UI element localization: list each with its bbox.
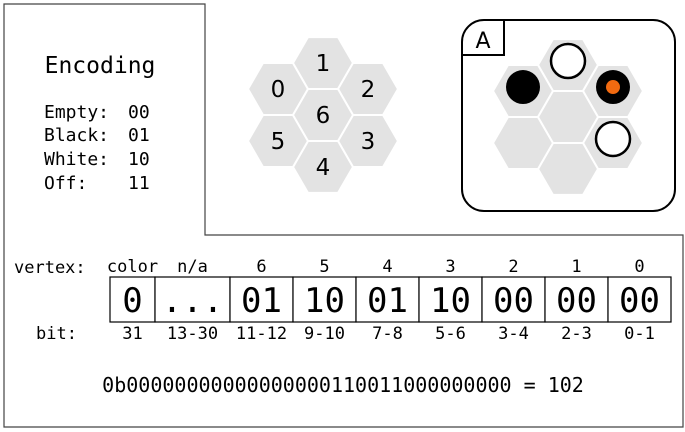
- bit-range-1: 13-30: [167, 324, 218, 344]
- bit-range-0: 31: [122, 324, 142, 344]
- vertex-label-5: 3: [445, 257, 455, 277]
- bit-range-7: 2-3: [561, 324, 592, 344]
- bit-value-0: 0: [122, 281, 142, 321]
- vertex-label-0: color: [107, 257, 158, 277]
- hex-number-6: 6: [316, 103, 331, 129]
- vertex-label-2: 6: [256, 257, 266, 277]
- bit-value-7: 00: [556, 281, 597, 321]
- bit-value-1: ...: [162, 281, 223, 321]
- binary-value: 0b00000000000000000110011000000000 = 102: [102, 373, 584, 397]
- hex-number-0: 0: [271, 77, 286, 103]
- encoding-legend: Empty: 00 Black: 01 White: 10 Off: 11: [44, 102, 150, 194]
- vertex-label-6: 2: [508, 257, 518, 277]
- stone-black-upper-left: [506, 70, 540, 105]
- bit-cell-2: [229, 276, 294, 323]
- hex-number-2: 2: [361, 77, 376, 103]
- bit-value-3: 10: [304, 281, 345, 321]
- bit-range-4: 7-8: [372, 324, 403, 344]
- hex-number-1: 1: [316, 51, 331, 77]
- hex-cell-6: [291, 88, 355, 142]
- bit-value-6: 00: [493, 281, 534, 321]
- bit-range-2: 11-12: [236, 324, 287, 344]
- bit-value-4: 01: [367, 281, 408, 321]
- vertex-label-7: 1: [571, 257, 581, 277]
- bit-value-8: 00: [619, 281, 660, 321]
- hex-number-4: 4: [316, 155, 331, 181]
- bit-range-5: 5-6: [435, 324, 466, 344]
- encoding-label-white: White:: [44, 149, 109, 170]
- bit-value-2: 01: [241, 281, 282, 321]
- encoding-code-off: 11: [128, 173, 150, 194]
- hex-number-5: 5: [271, 129, 286, 155]
- encoding-title: Encoding: [45, 53, 156, 79]
- bit-range-8: 0-1: [624, 324, 655, 344]
- bit-row-label: bit:: [36, 324, 77, 344]
- vertex-label-4: 4: [382, 257, 392, 277]
- stone-white-top: [549, 42, 587, 80]
- bit-cell-3: [292, 276, 357, 323]
- last-move-marker: [606, 80, 620, 95]
- bit-table: color031n/a...13-3060111-125109-104017-8…: [107, 257, 672, 344]
- bit-cell-5: [418, 276, 483, 323]
- vertex-label-3: 5: [319, 257, 329, 277]
- board-label: A: [475, 29, 490, 54]
- numbered-hex-diagram: 0 1 2 3 4 5 6: [246, 36, 400, 194]
- encoding-code-empty: 00: [128, 102, 150, 123]
- hex-number-3: 3: [361, 129, 376, 155]
- vertex-label-8: 0: [634, 257, 644, 277]
- vertex-row-label: vertex:: [14, 258, 86, 278]
- bit-range-3: 9-10: [304, 324, 345, 344]
- encoding-label-black: Black:: [44, 125, 109, 146]
- stone-white-lower-right: [594, 120, 632, 158]
- encoding-code-white: 10: [128, 149, 150, 170]
- bit-cell-6: [481, 276, 546, 323]
- board-hex-center: [536, 90, 600, 144]
- bit-cell-1: [154, 276, 231, 323]
- board-label-box: [462, 20, 505, 56]
- encoding-label-empty: Empty:: [44, 102, 109, 123]
- bit-cell-7: [544, 276, 609, 323]
- vertex-label-1: n/a: [177, 257, 208, 277]
- bit-cell-4: [355, 276, 420, 323]
- bit-cell-8: [607, 276, 672, 323]
- bit-value-5: 10: [430, 281, 471, 321]
- bit-cell-0: [109, 276, 156, 323]
- bit-range-6: 3-4: [498, 324, 529, 344]
- example-board: [491, 38, 645, 196]
- encoding-label-off: Off:: [44, 173, 87, 194]
- encoding-code-black: 01: [128, 125, 150, 146]
- diagram-frame: [3, 3, 684, 428]
